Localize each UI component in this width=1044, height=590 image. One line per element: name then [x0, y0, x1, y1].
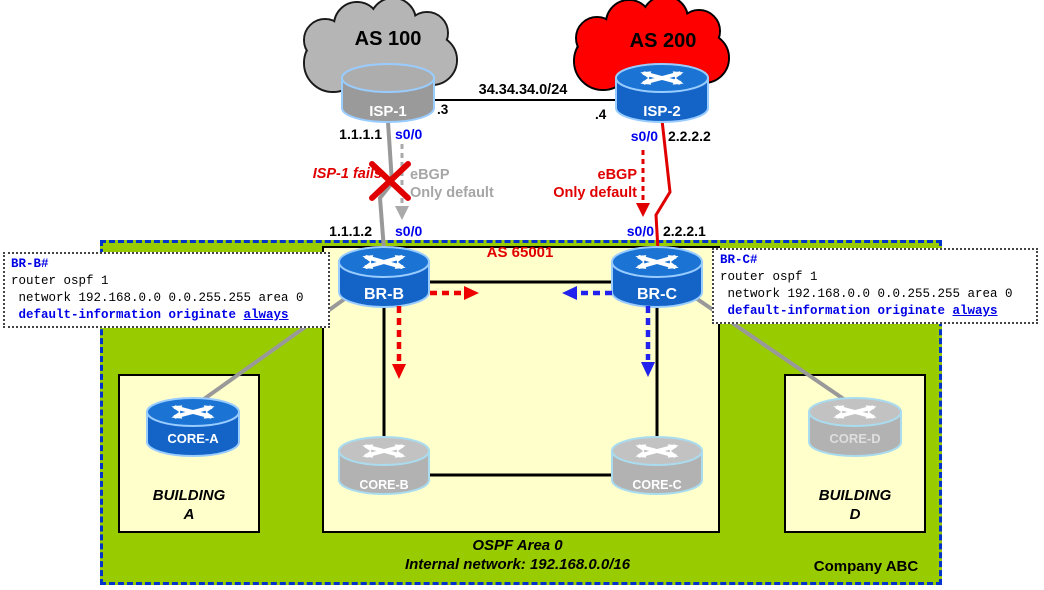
isp2-interface-label: s0/0 [630, 128, 658, 144]
ebgp-left-line2: Only default [410, 185, 494, 202]
building-a-label: BUILDING A [152, 487, 226, 523]
ebgp-left-label: eBGP Only default [410, 166, 510, 202]
isp2-node-label: ISP-2 [643, 103, 681, 120]
brc-interface-label: s0/0 [626, 223, 654, 239]
isp1-interface-label: s0/0 [395, 126, 423, 142]
isp1-node-label: ISP-1 [369, 103, 407, 120]
brc-config-line3: default-information originate always [720, 304, 998, 318]
brb-wan-ip-label: 1.1.1.2 [329, 223, 372, 239]
isp1-wan-ip-label: 1.1.1.1 [339, 126, 382, 142]
internal-network-line: Internal network: 192.168.0.0/16 [404, 555, 631, 573]
building-d-label: BUILDING D [818, 487, 892, 523]
ospf-area-caption: OSPF Area 0 Internal network: 192.168.0.… [360, 537, 675, 575]
ebgp-right-line1: eBGP [597, 167, 638, 183]
brb-config-prompt: BR-B# [11, 257, 49, 271]
brc-config-box: BR-C# router ospf 1 network 192.168.0.0 … [712, 248, 1038, 324]
cored-node-label: CORE-D [829, 431, 881, 446]
isp1-link-octet-label: .3 [437, 102, 449, 117]
coreb-node-label: CORE-B [359, 478, 409, 492]
as200-label: AS 200 [629, 30, 697, 52]
brb-config-line2: network 192.168.0.0 0.0.255.255 area 0 [11, 291, 304, 305]
isp2-link-octet-label: .4 [595, 107, 607, 122]
brc-config-prompt: BR-C# [720, 253, 758, 267]
corec-node-label: CORE-C [632, 478, 682, 492]
brb-config-line3: default-information originate always [11, 308, 289, 322]
brc-config-line2: network 192.168.0.0 0.0.255.255 area 0 [720, 287, 1013, 301]
ebgp-right-arrow [636, 150, 650, 217]
isp2-wan-ip-label: 2.2.2.2 [668, 128, 711, 144]
failure-label: ISP-1 fails [312, 166, 382, 182]
corea-node-label: CORE-A [167, 431, 219, 446]
ebgp-left-line1: eBGP [410, 167, 450, 183]
as100-label: AS 100 [354, 28, 422, 50]
company-label: Company ABC [813, 558, 919, 575]
ebgp-left-arrow [395, 144, 409, 220]
brc-config-line1: router ospf 1 [720, 270, 818, 284]
isp-link-subnet-label: 34.34.34.0/24 [478, 82, 568, 98]
brb-config-line1: router ospf 1 [11, 274, 109, 288]
brc-node-label: BR-C [637, 286, 677, 303]
brb-interface-label: s0/0 [395, 223, 423, 239]
brc-wan-ip-label: 2.2.2.1 [663, 223, 706, 239]
ebgp-right-line2: Only default [553, 185, 637, 202]
brb-node-label: BR-B [364, 286, 404, 303]
ospf-area-line: OSPF Area 0 [472, 537, 563, 554]
as-internal-label: AS 65001 [486, 244, 554, 261]
ebgp-right-label: eBGP Only default [545, 166, 637, 202]
brb-config-box: BR-B# router ospf 1 network 192.168.0.0 … [3, 252, 330, 328]
